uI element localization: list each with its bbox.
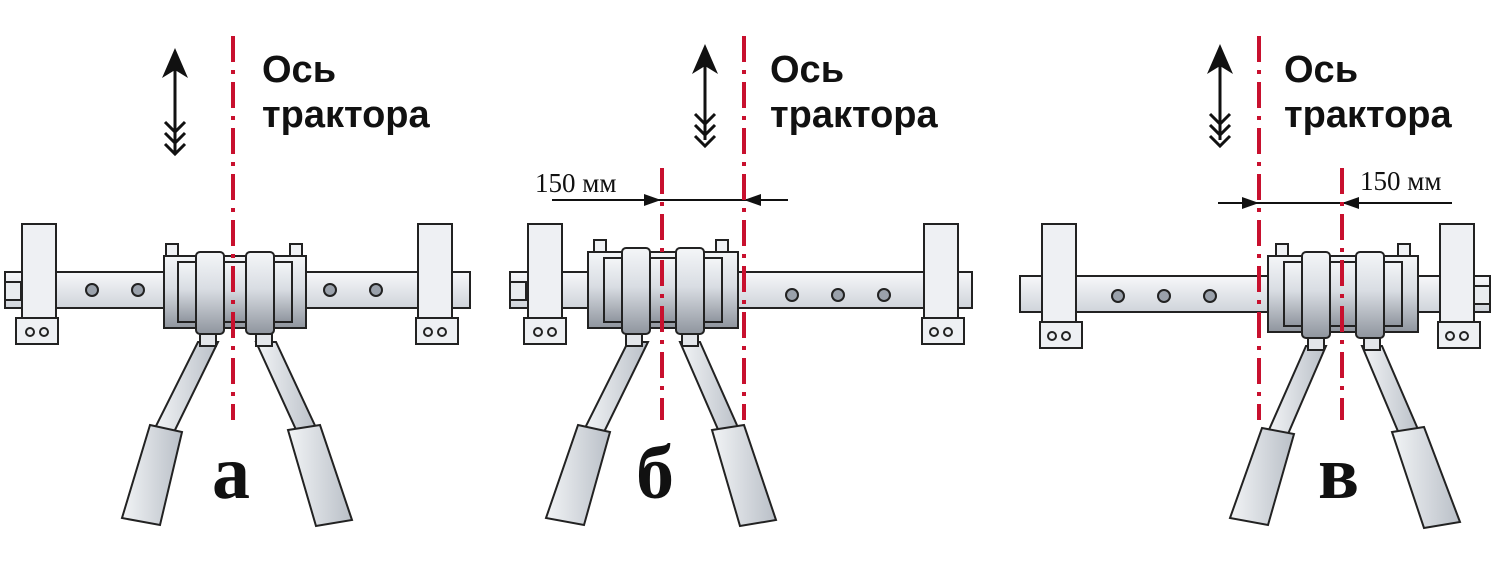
right-bracket	[921, 223, 965, 345]
left-lower-arm	[544, 341, 650, 527]
direction-arrow-icon	[692, 44, 718, 149]
direction-arrow-icon	[162, 48, 188, 157]
axis-label-line1: Ось	[1284, 49, 1358, 91]
axis-label-line2: трактора	[770, 94, 939, 136]
panel-b: Ось трактора 150 мм	[509, 36, 973, 528]
panel-letter-b: б	[636, 431, 674, 515]
panel-letter-a: а	[212, 431, 250, 515]
dimension-line	[1218, 197, 1452, 209]
right-lower-arm	[254, 341, 354, 528]
dimension-line	[552, 194, 788, 206]
right-lower-arm	[678, 341, 778, 528]
panel-letter-v: в	[1318, 431, 1359, 515]
cross-bar	[509, 271, 973, 309]
left-bracket	[15, 223, 59, 345]
direction-arrow-icon	[1207, 44, 1233, 149]
left-bracket	[1039, 223, 1083, 349]
axis-label-line1: Ось	[770, 49, 844, 91]
right-lower-arm	[1360, 345, 1462, 530]
right-bracket	[415, 223, 459, 345]
axis-label-line1: Ось	[262, 49, 336, 91]
panel-a: Ось трактора	[4, 36, 471, 528]
left-lower-arm	[1228, 345, 1328, 527]
dimension-label: 150 мм	[1360, 166, 1441, 196]
left-lower-arm	[120, 341, 220, 527]
axis-label-line2: трактора	[1284, 94, 1453, 136]
axis-label-line2: трактора	[262, 94, 431, 136]
cross-bar	[1019, 275, 1491, 313]
panel-v: Ось трактора 150 мм	[1019, 36, 1491, 530]
central-coupling	[587, 239, 739, 347]
left-bracket	[523, 223, 567, 345]
dimension-label: 150 мм	[535, 168, 616, 198]
right-bracket	[1437, 223, 1481, 349]
